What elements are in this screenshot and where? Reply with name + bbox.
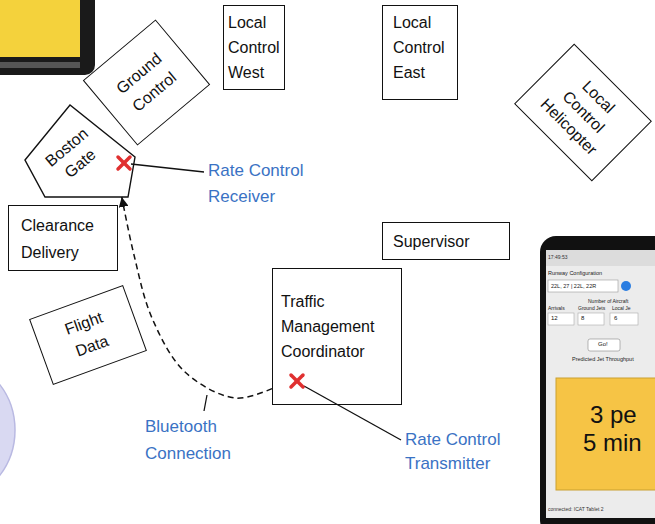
screen-text: Runway Configuration: [548, 270, 602, 277]
leader-line: [131, 164, 204, 172]
annotation-label: Rate Control Receiver: [208, 158, 320, 210]
tablet-status-bar: [0, 62, 80, 68]
marker-stroke: [291, 375, 303, 387]
tablet-screen: [0, 0, 80, 57]
marker-stroke: [118, 157, 130, 169]
screen-text: 22L, 27 | 22L, 22R: [551, 283, 596, 290]
screen-big-text: 3 pe: [590, 403, 637, 427]
tablet-photo: [540, 236, 655, 524]
screen-text: 17:49:53: [548, 254, 567, 260]
receiver-marker: [118, 157, 130, 169]
connector-label: Bluetooth Connection: [145, 413, 245, 467]
screen-big-text: 5 min: [583, 431, 642, 455]
transmitter-marker: [291, 375, 303, 387]
input-field: [578, 313, 604, 325]
screen-text: Arrivals: [548, 305, 565, 311]
tablet-screen: [546, 250, 655, 518]
control-position-box: Traffic Management Coordinator: [272, 268, 402, 405]
leader-line: [304, 386, 401, 440]
screen-text: 6: [614, 315, 617, 322]
control-position-box: Ground Control: [82, 19, 209, 145]
control-position-box: Local Control West: [223, 5, 285, 90]
shape-outline: [25, 105, 135, 197]
throughput-panel: [556, 378, 655, 490]
node-label: Flight Data: [52, 302, 125, 368]
tablet-photo: [0, 0, 95, 75]
go-button: [588, 339, 620, 351]
marker-stroke: [118, 157, 130, 169]
dropdown-button: [621, 281, 631, 291]
node-label: Clearance Delivery: [21, 212, 111, 266]
screen-text: Number of Aircraft: [588, 298, 628, 304]
input-field: [610, 313, 638, 325]
node-label: Ground Control: [100, 39, 191, 126]
bluetooth-connector: [122, 197, 272, 398]
tablet-status-bar: [546, 250, 655, 266]
marker-stroke: [291, 375, 303, 387]
node-label: Local Control West: [228, 10, 284, 85]
node-label: Boston Gate: [36, 119, 112, 192]
control-position-box: Local Control Helicopter: [514, 43, 652, 181]
node-label: Traffic Management Coordinator: [281, 289, 399, 364]
screen-text: 8: [581, 315, 584, 322]
node-label: Local Control Helicopter: [533, 62, 634, 163]
node-label: Supervisor: [393, 231, 503, 253]
annotation-label: Rate Control Transmitter: [405, 428, 517, 476]
screen-text: Local Je: [612, 305, 631, 311]
control-position-box: Local Control East: [382, 5, 458, 100]
screen-text: Go!: [598, 341, 608, 348]
control-position-box: Clearance Delivery: [8, 205, 118, 271]
dropdown-field: [548, 280, 618, 292]
control-position-box: Supervisor: [382, 222, 510, 260]
control-position-shape: Boston Gate: [22, 102, 138, 198]
screen-text: connected: ICAT Tablet 2: [548, 506, 604, 512]
control-position-box: Flight Data: [29, 285, 147, 385]
node-label: Local Control East: [393, 10, 455, 85]
lavender-circle: [0, 355, 15, 505]
screen-text: Ground Jets: [578, 305, 605, 311]
leader-line: [204, 395, 207, 411]
screen-text: Predicted Jet Throughput: [572, 356, 634, 363]
screen-text: 12: [551, 315, 558, 322]
input-field: [548, 313, 574, 325]
